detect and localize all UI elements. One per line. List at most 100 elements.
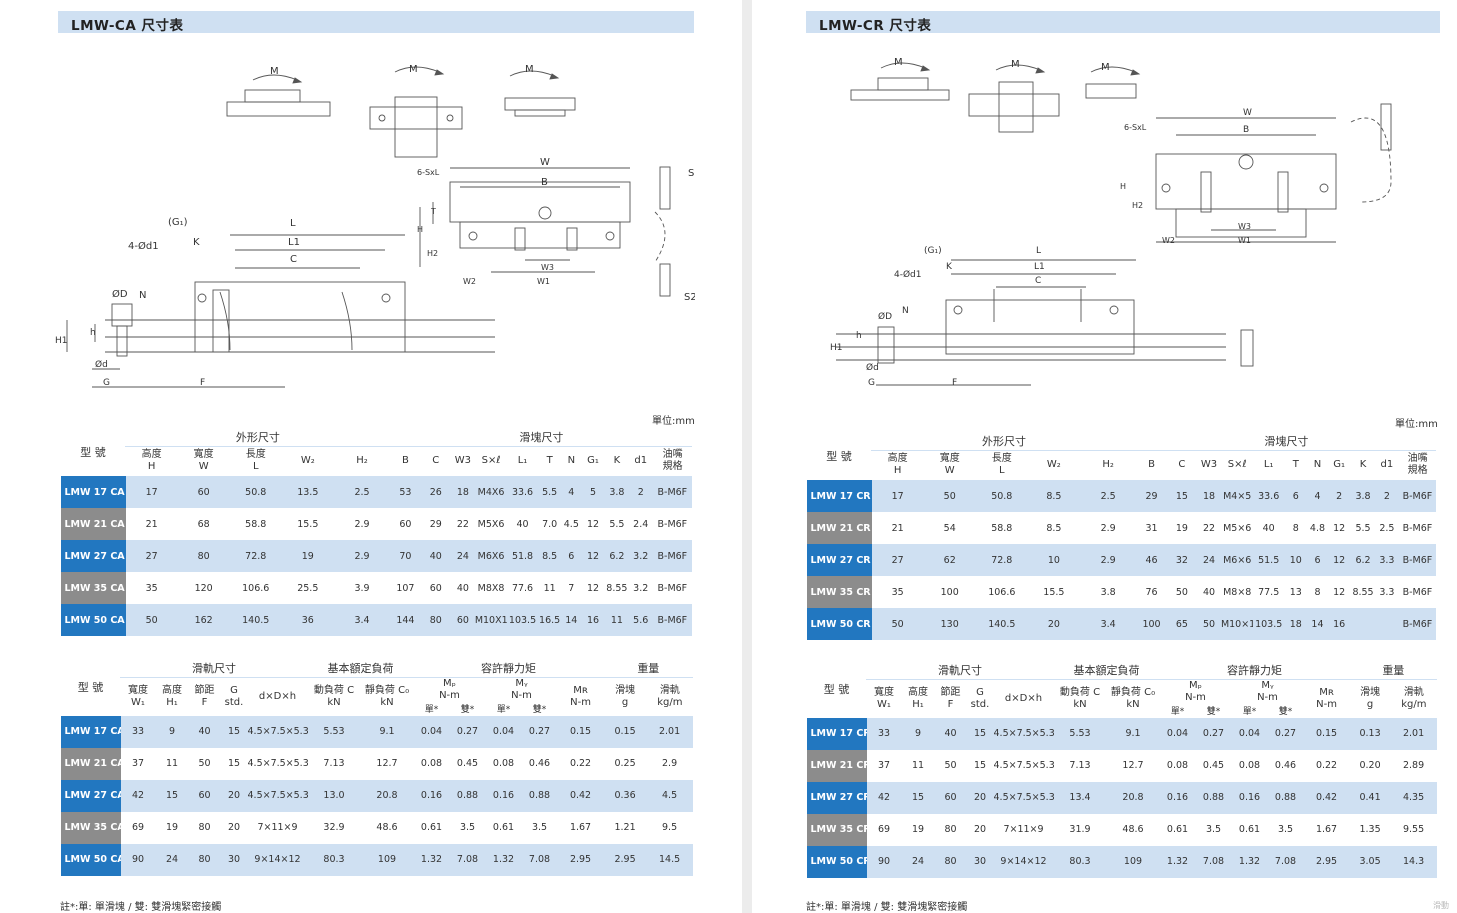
table-cell: 0.41	[1349, 781, 1391, 814]
moment-label-3: M	[525, 64, 534, 75]
table-cell: 19	[901, 813, 935, 846]
n-label: N	[902, 306, 909, 316]
table-cell: 69	[120, 811, 156, 844]
table-cell: 18	[450, 476, 475, 508]
single-double-label: 單*	[413, 701, 450, 716]
table-cell: 77.5	[1253, 576, 1284, 608]
table-cell: 8.55	[1351, 576, 1375, 608]
d1-label: 4-Ød1	[128, 240, 159, 252]
table-cell: 2	[1327, 480, 1352, 512]
table-cell: 15	[155, 779, 189, 812]
column-header: d1	[1374, 450, 1399, 480]
table-cell: 106.6	[975, 576, 1028, 608]
table-cell: 18	[1197, 480, 1221, 512]
table-cell: B-M6F	[1398, 576, 1436, 608]
table-cell: 0.61	[1231, 813, 1268, 846]
table-cell: 1.67	[557, 811, 604, 844]
table-cell: 2.9	[333, 508, 391, 540]
f-label: F	[952, 378, 957, 388]
right-page: LMW-CR 尺寸表 M M M W B 6-SxL H H2 W3 W1 W2…	[752, 0, 1457, 913]
table-cell: 0.08	[1231, 749, 1268, 782]
single-double-row: 單*雙*單*雙*	[807, 703, 1437, 718]
table-cell: 3.8	[1079, 576, 1137, 608]
table-cell: 40	[1253, 512, 1284, 544]
table-cell: B-M6F	[1398, 512, 1436, 544]
single-double-label: 雙*	[449, 701, 486, 716]
table-cell: 19	[155, 811, 189, 844]
table-cell: 33	[866, 717, 902, 750]
table-cell: 20	[220, 779, 248, 812]
table-cell: 90	[866, 845, 902, 878]
table-cell: 5.53	[307, 715, 361, 748]
table-cell: 9	[155, 715, 189, 748]
model-label: LMW 50 CA	[60, 843, 121, 876]
table-cell: 36	[281, 604, 334, 636]
table-cell: 17	[125, 476, 178, 508]
h2-label: H2	[427, 249, 438, 258]
table-cell: 4.5×7.5×5.3	[247, 779, 308, 812]
table-cell: 0.15	[603, 715, 647, 748]
table-cell: 12	[1327, 544, 1352, 576]
table-cell: 1.67	[1303, 813, 1350, 846]
table-cell: 14.3	[1390, 845, 1437, 878]
table-cell: 0.20	[1349, 749, 1391, 782]
w1-label: W1	[1238, 236, 1251, 245]
table-cell: 40	[934, 717, 967, 750]
table-cell: 4.8	[1307, 512, 1328, 544]
table-cell: 0.88	[449, 779, 486, 812]
table-cell: 50	[1197, 608, 1221, 640]
model-label: LMW 17 CR	[806, 717, 867, 750]
s2-label: S2	[684, 292, 695, 303]
technical-drawing: M M M W B 6-SxL H H2 W3 W1 W2 (G₁) L L1 …	[830, 57, 1392, 388]
table-cell: 51.8	[507, 540, 538, 572]
table-cell: 0.42	[557, 779, 604, 812]
table-cell: 0.88	[1267, 781, 1304, 814]
type-header: 型 號	[805, 432, 872, 480]
table-cell: 80	[177, 540, 230, 572]
table-cell: 9×14×12	[247, 843, 308, 876]
table-cell: 8.5	[537, 540, 562, 572]
w-label: W	[540, 157, 550, 168]
table-cell: M10X15	[474, 604, 508, 636]
table-cell: 2	[1374, 480, 1399, 512]
table-cell: 80	[188, 811, 221, 844]
d1-label: 4-Ød1	[894, 269, 922, 280]
table-cell: M8×8	[1220, 576, 1254, 608]
k-label: K	[193, 237, 200, 248]
table-cell: 6	[1307, 544, 1328, 576]
table-cell: 7.08	[521, 843, 558, 876]
column-header: d×D×h	[993, 679, 1054, 718]
table-cell: 11	[537, 572, 562, 604]
table-cell: 60	[177, 476, 230, 508]
table-cell: 12	[1327, 576, 1352, 608]
table-cell: 24	[901, 845, 935, 878]
table-cell: 0.08	[413, 747, 450, 780]
table-cell: B-M6F	[652, 508, 692, 540]
table-cell: 27	[125, 540, 178, 572]
model-label: LMW 35 CA	[60, 572, 126, 604]
page-gutter	[742, 0, 752, 913]
table-cell: 20.8	[360, 779, 414, 812]
table-cell: 69	[866, 813, 902, 846]
column-header: B	[1135, 450, 1167, 480]
model-label: LMW 50 CR	[806, 608, 872, 640]
model-label: LMW 50 CR	[806, 845, 867, 878]
footnote: 註*:單: 單滑塊 / 雙: 雙滑塊緊密接觸	[60, 902, 222, 913]
single-double-label: 單*	[1231, 703, 1268, 718]
table-cell: 1.32	[1159, 845, 1196, 878]
table-cell: 0.04	[1231, 717, 1268, 750]
table-cell: 4.5	[561, 508, 582, 540]
table-cell: 3.5	[1195, 813, 1232, 846]
